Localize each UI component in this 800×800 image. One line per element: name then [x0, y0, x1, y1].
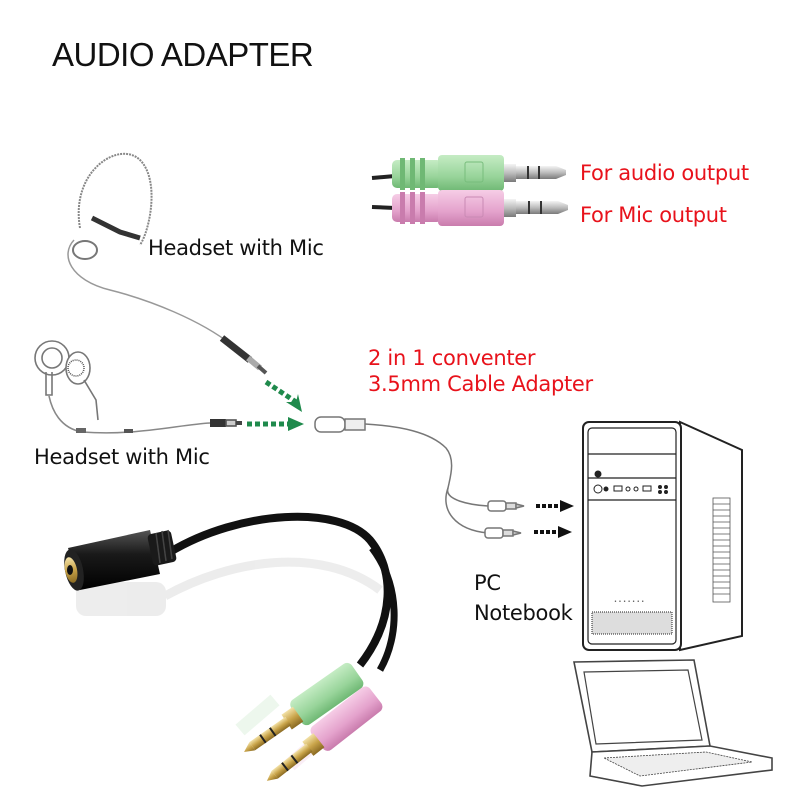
- svg-text:• • • • • • •: • • • • • • •: [614, 599, 644, 605]
- arrow-headset2-to-converter: [247, 417, 304, 431]
- label-mic-output: For Mic output: [580, 203, 727, 227]
- label-headset-boom: Headset with Mic: [148, 236, 324, 260]
- arrow-headset1-to-converter: [264, 379, 302, 412]
- adapter-cable-photo: [64, 512, 398, 781]
- label-audio-output: For audio output: [580, 161, 749, 185]
- label-headset-earbuds: Headset with Mic: [34, 445, 210, 469]
- converter-label-line1: 2 in 1 conventer: [368, 346, 536, 370]
- arrow-converter-to-pc-1: [536, 500, 574, 512]
- cable-pink-plug-icon: [266, 686, 383, 781]
- cable-green-plug-icon: [244, 662, 364, 752]
- converter-drawing: [314, 416, 525, 539]
- converter-label: 2 in 1 conventer 3.5mm Cable Adapter: [368, 345, 593, 397]
- converter-label-line2: 3.5mm Cable Adapter: [368, 372, 593, 396]
- page-title: AUDIO ADAPTER: [52, 36, 314, 73]
- laptop-icon: [573, 659, 773, 787]
- target-label-notebook: Notebook: [474, 601, 573, 625]
- pink-plug-icon: [392, 190, 568, 226]
- pc-tower-icon: • • • • • • •: [582, 420, 743, 652]
- green-plug-icon: [392, 155, 566, 191]
- arrow-converter-to-pc-2: [534, 526, 572, 538]
- headset-earbuds-drawing: [34, 340, 242, 434]
- plug-legend-photo: [371, 155, 568, 226]
- female-jack-icon: [64, 529, 177, 591]
- headset-boom-mic-drawing: [67, 152, 268, 375]
- target-label: PC Notebook: [474, 568, 573, 628]
- target-label-pc: PC: [474, 571, 501, 595]
